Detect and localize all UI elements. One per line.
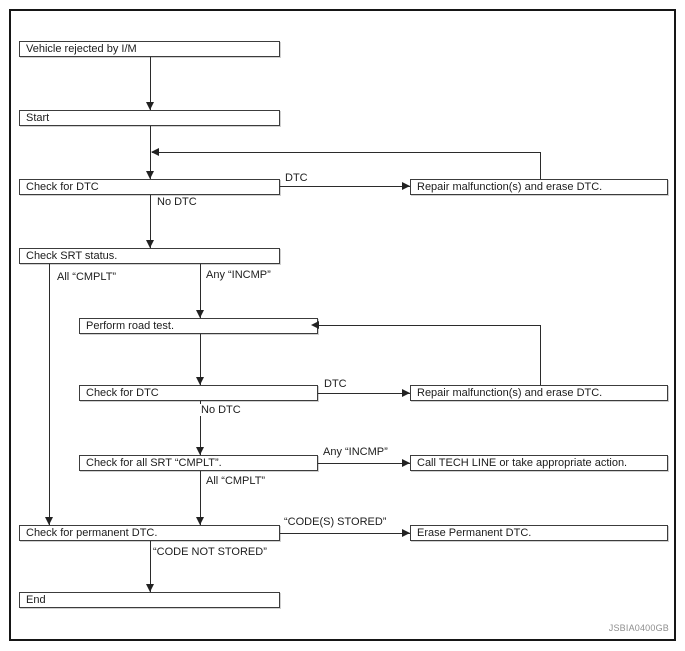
flow-line-dtc1-to-repair1 [280,186,410,187]
arrowhead-into-end [146,584,154,592]
arrowhead-into-checksrt [146,240,154,248]
edge-label-all-cmplt-2: All “CMPLT” [205,475,267,487]
feedback-line-repair1-return [152,152,541,153]
node-end: End [19,592,280,608]
arrowhead-into-techline [402,459,410,467]
figure-id-watermark: JSBIA0400GB [608,623,669,633]
node-check-permanent-dtc: Check for permanent DTC. [19,525,280,541]
flow-line-vehicle-to-start [150,57,151,110]
edge-label-dtc-2: DTC [323,378,348,390]
node-check-srt-status: Check SRT status. [19,248,280,264]
node-erase-permanent-dtc: Erase Permanent DTC. [410,525,668,541]
flow-line-incmp-to-techline [318,463,410,464]
arrowhead-feedback1-junction [151,148,159,156]
node-start: Start [19,110,280,126]
arrowhead-into-roadtest [196,310,204,318]
node-check-dtc-2: Check for DTC [79,385,318,401]
arrowhead-allcmplt-into-permanent [45,517,53,525]
arrowhead-into-repair2 [402,389,410,397]
edge-label-any-incmp-1: Any “INCMP” [205,269,272,281]
arrowhead-into-checkdtc1 [146,171,154,179]
edge-label-any-incmp-2: Any “INCMP” [322,446,389,458]
flow-line-any-incmp-branch [200,264,201,318]
edge-label-dtc-1: DTC [284,172,309,184]
arrowhead-feedback2-into-roadtest [311,321,319,329]
flow-line-stored-to-erase [280,533,410,534]
feedback-line-repair2-return [318,325,541,326]
edge-label-no-dtc-2: No DTC [200,404,242,416]
node-check-all-srt-cmplt: Check for all SRT “CMPLT”. [79,455,318,471]
flow-line-roadtest-to-checkdtc2 [200,334,201,385]
node-repair-1: Repair malfunction(s) and erase DTC. [410,179,668,195]
arrowhead-into-start [146,102,154,110]
flow-line-checkdtc2-to-checkallsrt [200,401,201,455]
feedback-line-repair1-riser [540,152,541,179]
edge-label-code-not-stored: “CODE NOT STORED” [152,546,268,558]
node-vehicle-rejected: Vehicle rejected by I/M [19,41,280,57]
flow-line-checkallsrt-to-permanent [200,471,201,525]
edge-label-no-dtc-1: No DTC [156,196,198,208]
node-check-dtc-1: Check for DTC [19,179,280,195]
node-perform-road-test: Perform road test. [79,318,318,334]
arrowhead-into-checkdtc2 [196,377,204,385]
flow-line-permanent-to-end [150,541,151,592]
edge-label-codes-stored: “CODE(S) STORED” [283,516,388,528]
edge-label-all-cmplt-1: All “CMPLT” [56,271,118,283]
node-call-tech-line: Call TECH LINE or take appropriate actio… [410,455,668,471]
flow-line-start-to-checkdtc1 [150,126,151,179]
arrowhead-into-erase [402,529,410,537]
arrowhead-into-repair1 [402,182,410,190]
feedback-line-repair2-riser [540,325,541,385]
arrowhead-into-checkallsrt [196,447,204,455]
arrowhead-into-permanent [196,517,204,525]
flow-line-all-cmplt-branch [49,264,50,525]
flow-line-dtc2-to-repair2 [318,393,410,394]
flow-line-checkdtc1-to-checksrt [150,195,151,248]
node-repair-2: Repair malfunction(s) and erase DTC. [410,385,668,401]
